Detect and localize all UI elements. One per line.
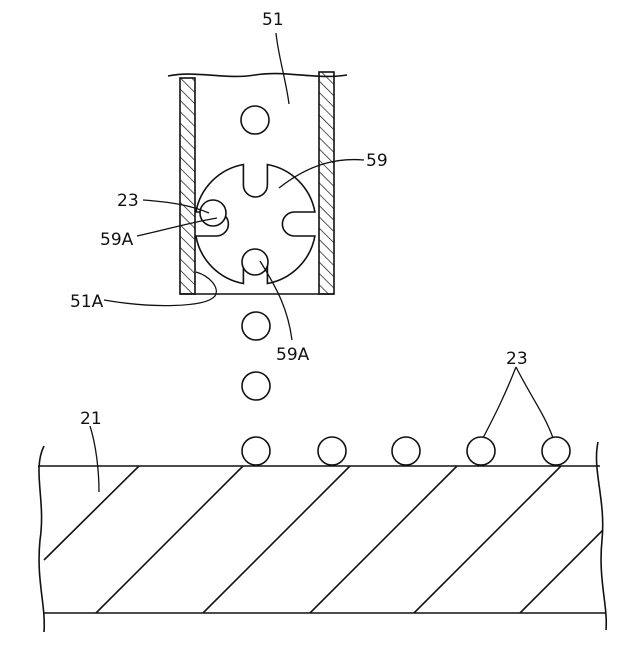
tube-left-wall bbox=[180, 78, 195, 294]
ball-on-substrate-1 bbox=[242, 437, 270, 465]
leader-23-right bbox=[483, 367, 516, 438]
tube-right-wall bbox=[319, 72, 334, 294]
substrate-hatching bbox=[44, 466, 606, 613]
label-23-rotor: 23 bbox=[117, 191, 139, 211]
label-59A-bottom: 59A bbox=[276, 345, 310, 365]
label-23-substrate: 23 bbox=[506, 349, 528, 369]
ball-falling-1 bbox=[242, 312, 270, 340]
ball-on-substrate-4 bbox=[467, 437, 495, 465]
label-51A: 51A bbox=[70, 292, 104, 312]
label-21: 21 bbox=[80, 409, 102, 429]
ball-on-substrate-5 bbox=[542, 437, 570, 465]
ball-on-substrate-2 bbox=[318, 437, 346, 465]
substrate-left-break bbox=[39, 446, 44, 632]
reference-labels: 51 59 23 59A 51A 59A 23 21 bbox=[70, 10, 528, 429]
ball-in-left-slot bbox=[200, 200, 226, 226]
leader-21 bbox=[90, 426, 99, 492]
label-51: 51 bbox=[262, 10, 284, 30]
ball-in-tube bbox=[241, 106, 269, 134]
leader-51 bbox=[276, 33, 289, 104]
label-59A-left: 59A bbox=[100, 230, 134, 250]
ball-in-bottom-slot bbox=[242, 249, 268, 275]
ball-on-substrate-3 bbox=[392, 437, 420, 465]
ball-falling-2 bbox=[242, 372, 270, 400]
leader-59A-left bbox=[137, 218, 217, 236]
leader-51A bbox=[104, 272, 216, 306]
leader-23-right-b bbox=[516, 367, 553, 438]
substrate bbox=[38, 442, 606, 632]
label-59: 59 bbox=[366, 151, 388, 171]
